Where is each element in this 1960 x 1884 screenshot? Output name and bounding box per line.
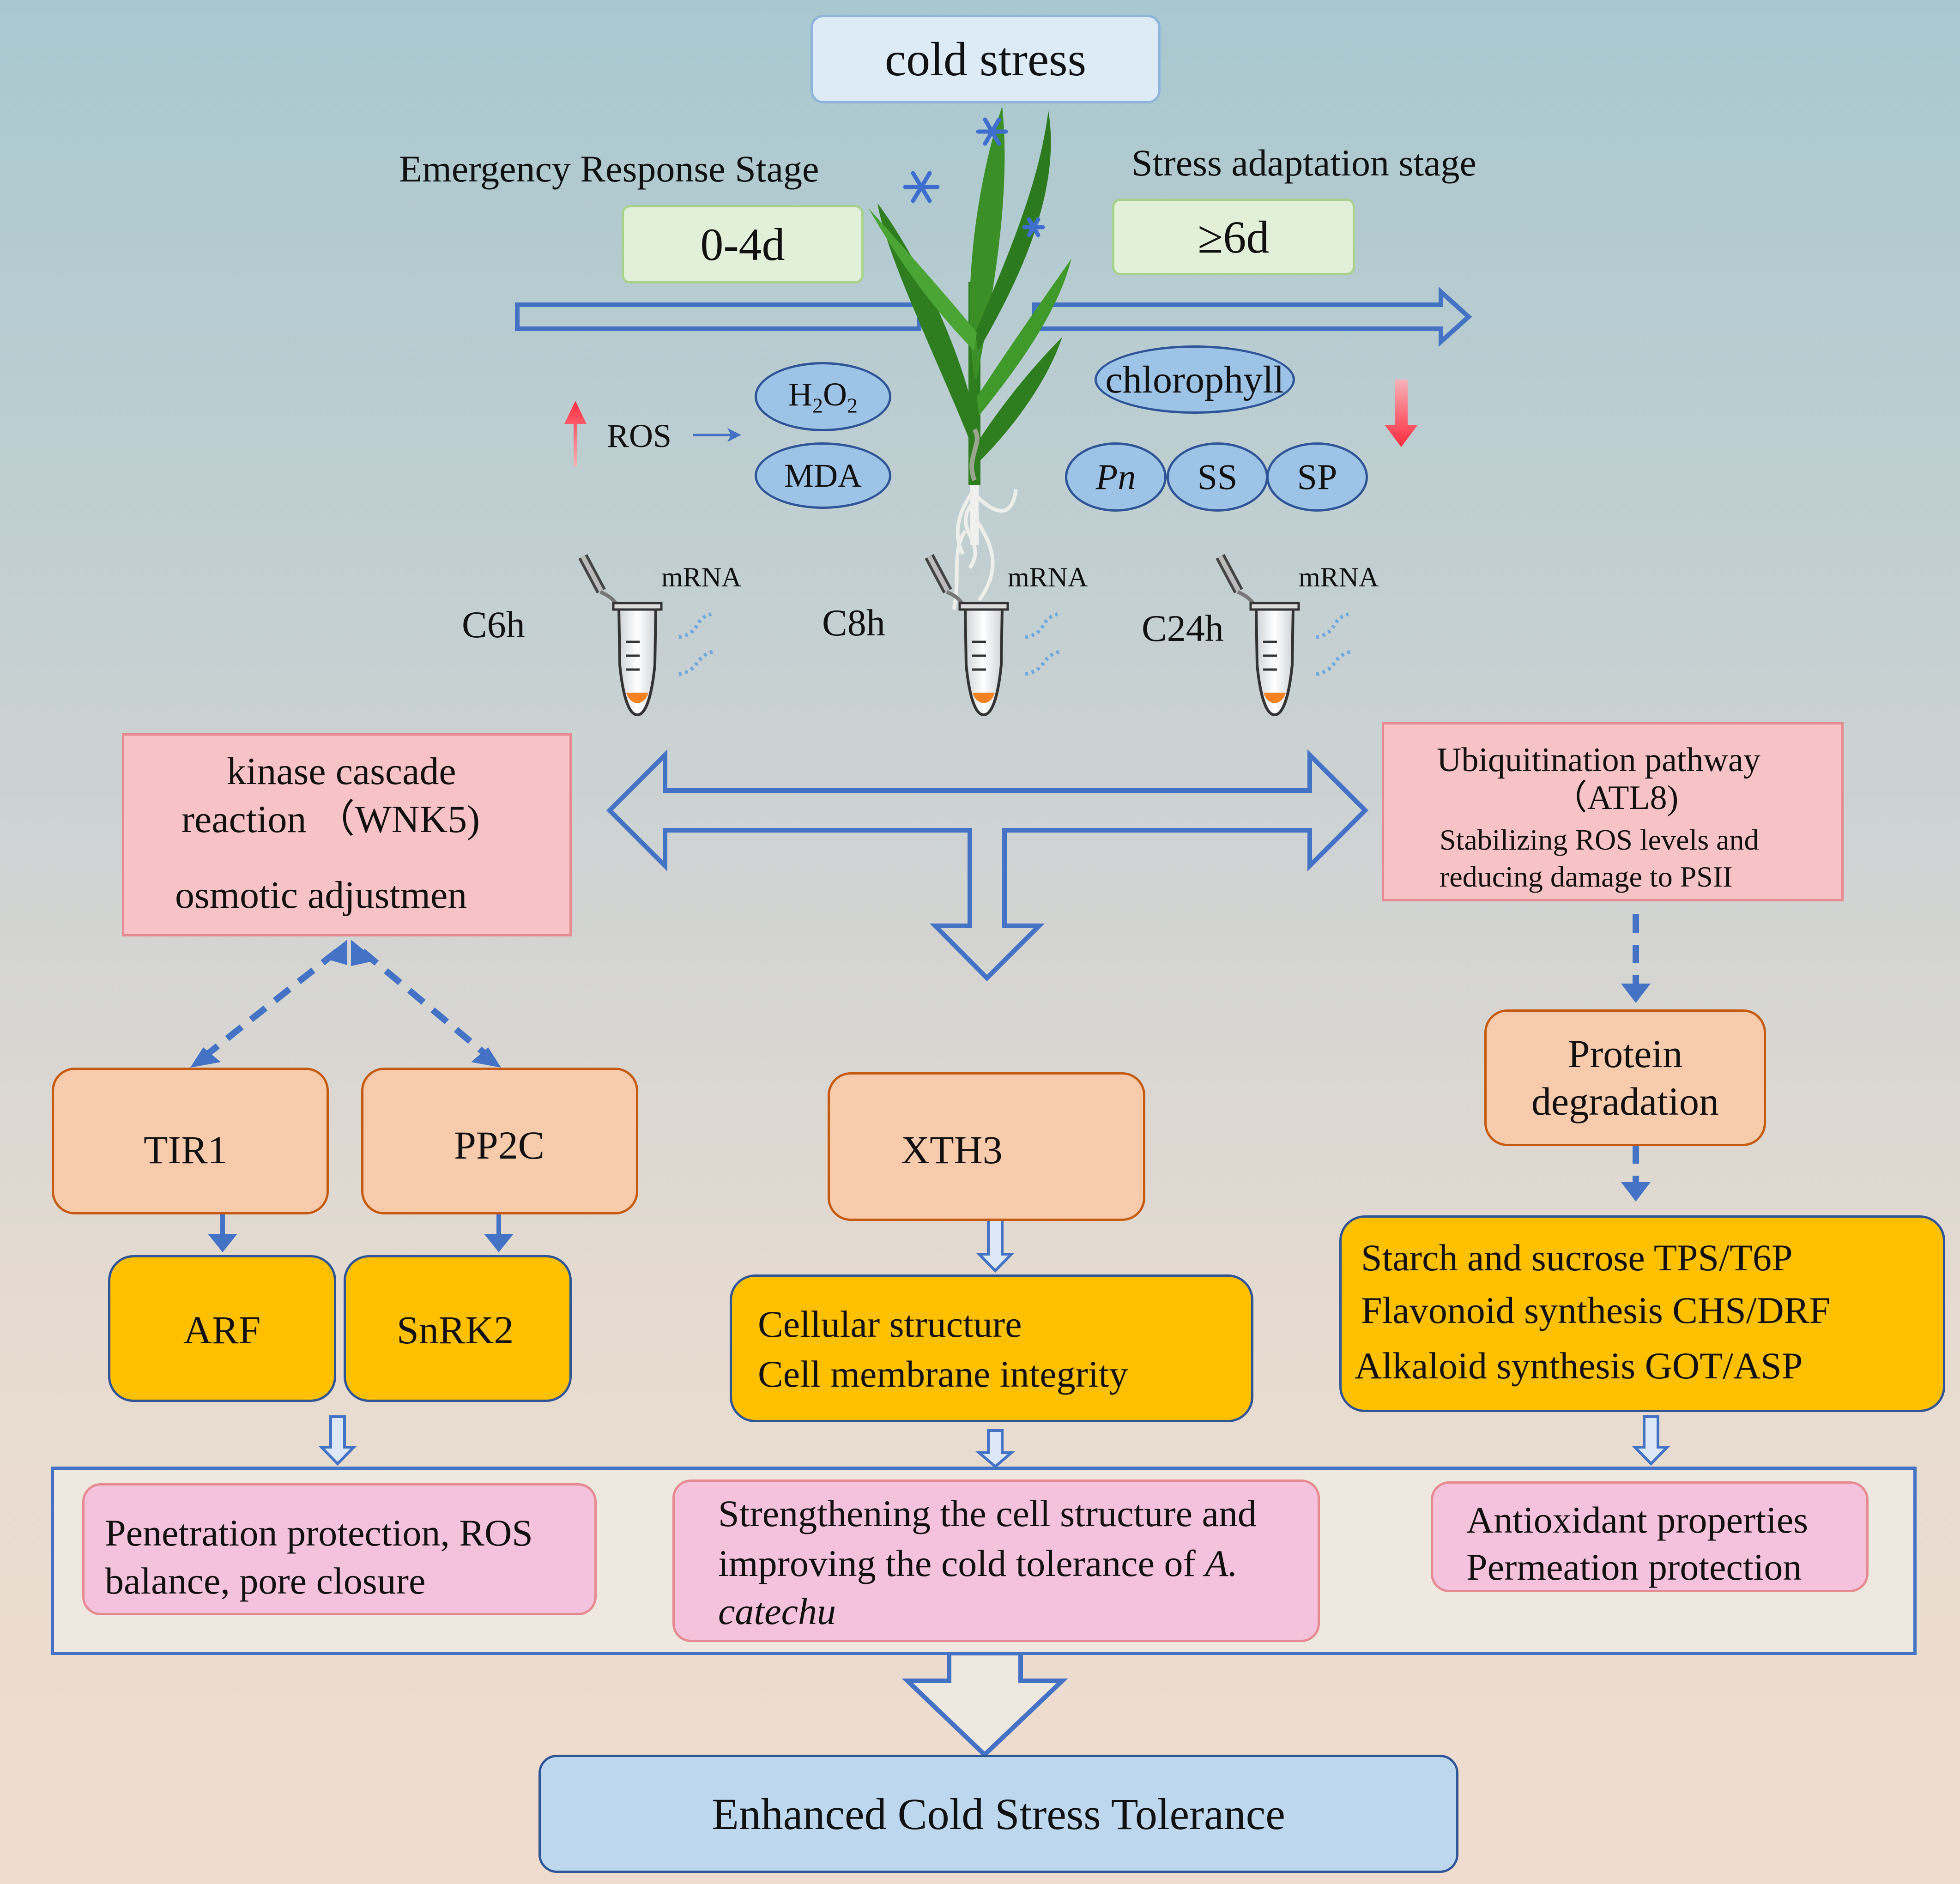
outcome-right-line-1: Antioxidant properties (1466, 1499, 1809, 1541)
adaptation-stage-label: Stress adaptation stage (1131, 142, 1476, 184)
pn-ellipse: Pn (1065, 442, 1167, 512)
sample-time-c24h: C24h (1142, 607, 1224, 649)
chlorophyll-label: chlorophyll (1105, 358, 1284, 401)
outcome-middle-box: Strengthening the cell structure and imp… (672, 1479, 1320, 1642)
tir1-box: TIR1 (52, 1068, 329, 1214)
snowflake-icon (903, 117, 1045, 237)
tir1-label: TIR1 (144, 1128, 228, 1172)
ubiq-line-1: Ubiquitination pathway (1437, 741, 1760, 779)
kinase-cascade-box: kinase cascade reaction （WNK5) osmotic a… (122, 733, 572, 936)
cold-stress-label: cold stress (884, 32, 1087, 86)
protein-line-1: Protein (1567, 1031, 1683, 1076)
xth3-label: XTH3 (901, 1128, 1003, 1172)
emergency-time-box: 0-4d (622, 205, 864, 284)
outcome-right-box: Antioxidant properties Permeation protec… (1431, 1481, 1869, 1592)
hollow-arrows (318, 1218, 1671, 1468)
sample-tube-2 (925, 554, 1063, 717)
snrk2-box: SnRK2 (344, 1255, 572, 1402)
cell-structure-label: Cellular structure (758, 1303, 1022, 1345)
mda-label: MDA (784, 457, 862, 494)
outcome-mid-line-3: catechu (718, 1590, 836, 1632)
flavonoid-label: Flavonoid synthesis CHS/DRF (1361, 1289, 1831, 1331)
sample-time-c6h: C6h (462, 604, 525, 646)
final-outcome-box: Enhanced Cold Stress Tolerance (538, 1755, 1458, 1873)
pn-label: Pn (1095, 457, 1136, 497)
dashed-arrows (201, 914, 1639, 1187)
ubiq-line-4: reducing damage to PSII (1440, 860, 1733, 893)
emergency-bar (515, 302, 921, 331)
solid-arrows (220, 1212, 501, 1240)
ss-ellipse: SS (1167, 442, 1268, 512)
central-branch-arrow (606, 749, 1369, 982)
sample-tube-1 (578, 554, 716, 717)
h2o2-ellipse: H2O2 (755, 362, 891, 431)
protein-line-2: degradation (1531, 1079, 1719, 1123)
ubiq-line-2: （ATL8) (1553, 779, 1679, 817)
pp2c-label: PP2C (454, 1123, 545, 1167)
osmotic-adjustment: osmotic adjustmen (175, 874, 467, 917)
sample-mrna-2: mRNA (1008, 562, 1088, 592)
emergency-time: 0-4d (700, 218, 785, 270)
outcome-left-line-2: balance, pore closure (105, 1560, 426, 1602)
plant-illustration (868, 106, 1071, 610)
outcome-left-line-1: Penetration protection, ROS (105, 1512, 533, 1554)
arf-box: ARF (108, 1255, 336, 1402)
ros-label: ROS (607, 417, 672, 454)
outcome-right-line-2: Permeation protection (1466, 1546, 1802, 1588)
dashed-arrowheads (190, 940, 1651, 1202)
sample-mrna-1: mRNA (661, 562, 742, 592)
up-arrow-ros (564, 401, 587, 466)
adaptation-time: ≥6d (1198, 211, 1270, 263)
arf-label: ARF (183, 1308, 261, 1352)
emergency-stage-label: Emergency Response Stage (399, 148, 819, 190)
ubiquitination-box: Ubiquitination pathway （ATL8) Stabilizin… (1382, 722, 1844, 901)
down-arrow-physiology (1385, 380, 1418, 447)
snrk2-label: SnRK2 (397, 1308, 514, 1352)
sample-mrna-3: mRNA (1299, 562, 1379, 592)
cold-stress-box: cold stress (811, 15, 1161, 103)
final-down-arrow (901, 1651, 1068, 1758)
cell-structure-box: Cellular structure Cell membrane integri… (730, 1274, 1253, 1422)
kinase-line-1: kinase cascade (227, 750, 456, 793)
starch-label: Starch and sucrose TPS/T6P (1361, 1237, 1793, 1279)
ss-label: SS (1197, 457, 1238, 497)
adaptation-time-box: ≥6d (1112, 199, 1355, 275)
kinase-line-2: reaction （WNK5) (181, 798, 480, 841)
sample-time-c8h: C8h (822, 602, 885, 644)
metabolism-box: Starch and sucrose TPS/T6P Flavonoid syn… (1339, 1215, 1945, 1412)
protein-degradation-box: Protein degradation (1484, 1009, 1766, 1146)
h2o2-label: H2O2 (788, 376, 858, 417)
sp-ellipse: SP (1266, 442, 1368, 512)
pp2c-box: PP2C (361, 1068, 638, 1214)
outcome-mid-line-1: Strengthening the cell structure and (718, 1492, 1257, 1534)
xth3-box: XTH3 (828, 1072, 1145, 1221)
alkaloid-label: Alkaloid synthesis GOT/ASP (1355, 1345, 1803, 1387)
outcome-left-box: Penetration protection, ROS balance, por… (82, 1483, 597, 1615)
final-outcome-label: Enhanced Cold Stress Tolerance (712, 1789, 1285, 1839)
solid-arrowheads (208, 1234, 514, 1252)
ubiq-line-3: Stabilizing ROS levels and (1440, 823, 1759, 856)
outcome-mid-line-2: improving the cold tolerance of A. (718, 1542, 1238, 1584)
sp-label: SP (1297, 457, 1337, 497)
mda-ellipse: MDA (755, 442, 891, 509)
membrane-label: Cell membrane integrity (758, 1353, 1128, 1395)
sample-tube-3 (1216, 554, 1354, 717)
chlorophyll-ellipse: chlorophyll (1095, 345, 1295, 414)
adaptation-arrow (1032, 286, 1472, 347)
